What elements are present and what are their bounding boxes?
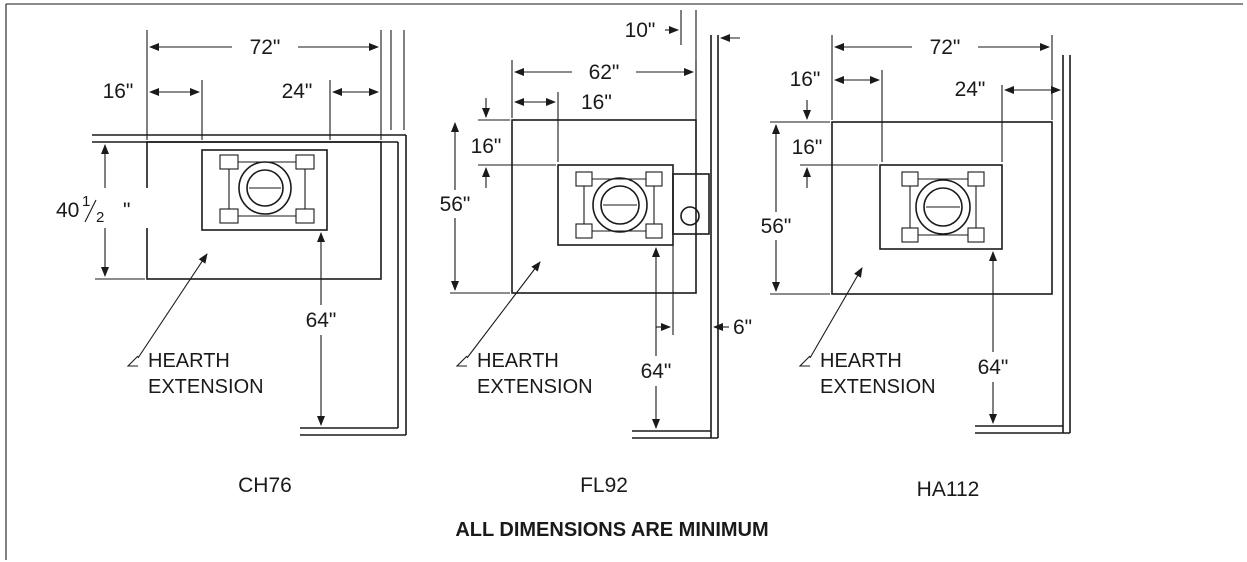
ha112-depth-dim: 56" — [761, 215, 792, 238]
svg-text:HEARTH: HEARTH — [477, 350, 559, 372]
ch76-left-clearance-dim: 16" — [103, 80, 134, 103]
ha112-stove — [879, 164, 1003, 250]
ch76-stove — [201, 149, 328, 231]
frame — [5, 3, 1243, 560]
svg-text:HEARTH: HEARTH — [148, 350, 230, 372]
ha112-right-clearance-dim: 24" — [955, 78, 986, 101]
svg-text:EXTENSION: EXTENSION — [820, 376, 936, 398]
svg-text:1: 1 — [82, 193, 90, 210]
fl92-top-gap-dim: 10" — [625, 19, 656, 42]
svg-text:HEARTH: HEARTH — [820, 350, 902, 372]
ch76-model-label: CH76 — [238, 474, 292, 497]
ch76-right-clearance-dim: 24" — [282, 80, 313, 103]
svg-text:40: 40 — [56, 199, 79, 222]
ch76-drawing: 72" 16" 24" 40 1 2 " 64" H — [48, 30, 407, 497]
fl92-flue-collar — [592, 177, 648, 233]
ha112-front-clearance-dim: 64" — [978, 356, 1009, 379]
ha112-dimensions: 72" 16" 24" 16" 56" 64" — [753, 35, 1061, 424]
fl92-dimensions: 10" 62" 16" 16" 56" 6" 64 — [432, 10, 752, 429]
fl92-depth-dim: 56" — [440, 193, 471, 216]
ha112-hearth-extension — [831, 121, 1053, 295]
fl92-front-clearance-dim: 64" — [641, 360, 672, 383]
fl92-hearth-label: HEARTH EXTENSION — [455, 261, 593, 398]
fl92-side-clearance-dim: 6" — [733, 316, 752, 339]
ha112-model-label: HA112 — [917, 478, 980, 501]
ha112-drawing: 72" 16" 24" 16" 56" 64" HEARTH EXT — [753, 35, 1071, 501]
ha112-width-dim: 72" — [930, 36, 961, 59]
fl92-drawing: 10" 62" 16" 16" 56" 6" 64 — [432, 10, 752, 497]
ch76-depth-dim: 40 1 2 " — [56, 193, 130, 226]
ha112-hearth-label: HEARTH EXTENSION — [798, 267, 936, 398]
ha112-walls — [975, 55, 1071, 434]
fl92-width-dim: 62" — [589, 61, 620, 84]
fl92-hearth-extension — [511, 119, 697, 294]
svg-text:": " — [123, 199, 130, 222]
svg-text:EXTENSION: EXTENSION — [148, 376, 264, 398]
fl92-model-label: FL92 — [580, 474, 628, 497]
ha112-flue-collar — [915, 179, 971, 235]
ha112-left-clearance-dim: 16" — [790, 68, 821, 91]
fl92-left-clearance-dim: 16" — [581, 91, 612, 114]
ch76-walls — [92, 30, 407, 436]
fl92-stove — [557, 164, 710, 246]
footer-note: ALL DIMENSIONS ARE MINIMUM — [455, 519, 768, 541]
ch76-dimensions: 72" 16" 24" 40 1 2 " 64" — [48, 30, 382, 426]
ch76-front-clearance-dim: 64" — [306, 309, 337, 332]
svg-text:EXTENSION: EXTENSION — [477, 376, 593, 398]
ch76-flue-collar — [238, 161, 292, 215]
svg-text:2: 2 — [96, 209, 104, 226]
ch76-width-dim: 72" — [250, 36, 281, 59]
fl92-rear-clearance-dim: 16" — [471, 135, 502, 158]
ha112-rear-clearance-dim: 16" — [792, 136, 823, 159]
fl92-rear-flue — [672, 173, 710, 235]
ch76-hearth-label: HEARTH EXTENSION — [126, 253, 264, 398]
